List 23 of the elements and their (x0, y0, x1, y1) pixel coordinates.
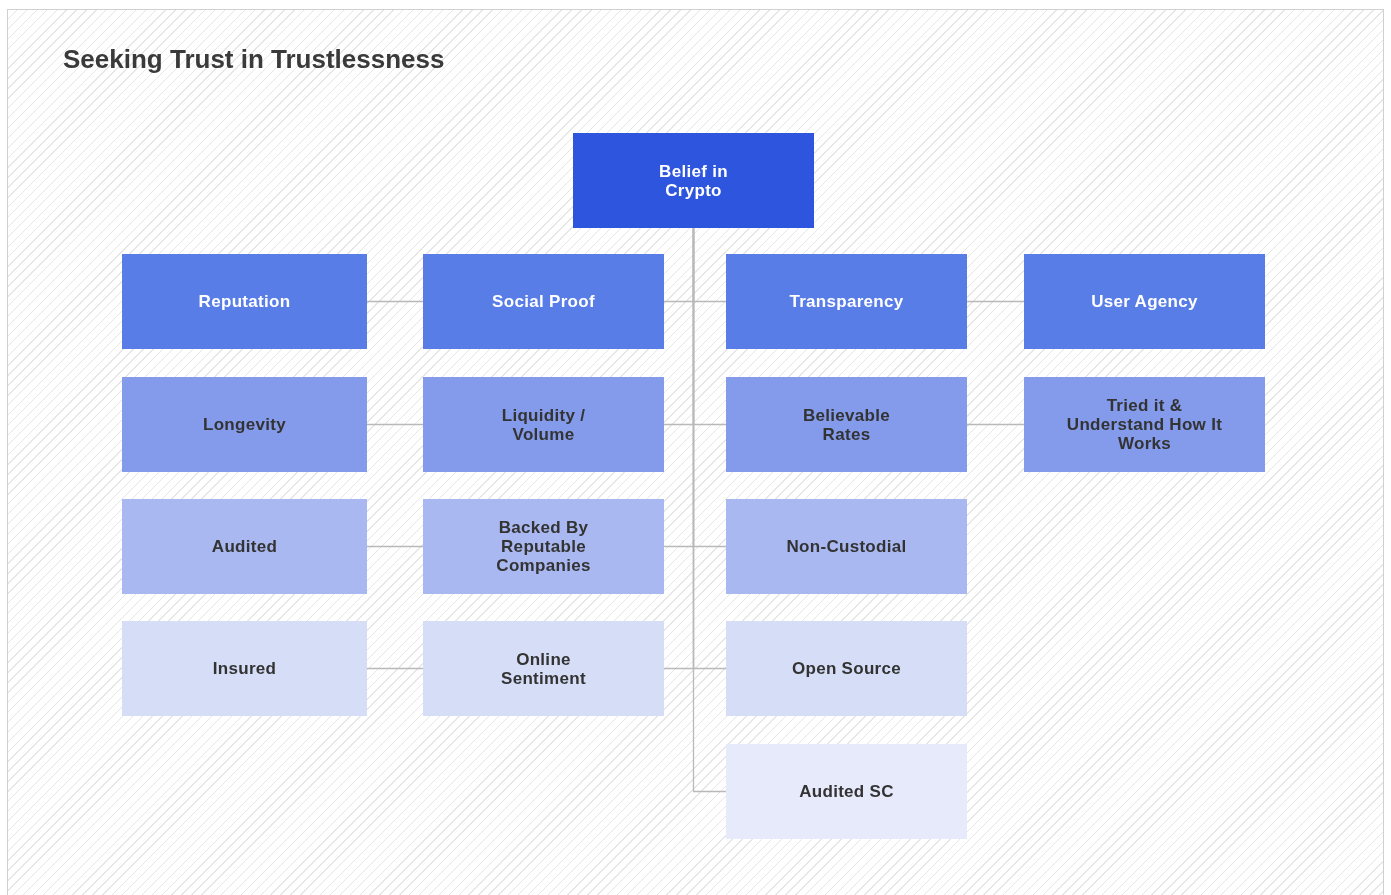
category-box: Audited SC (726, 744, 967, 839)
connector-line (966, 300, 1025, 303)
category-box: Open Source (726, 621, 967, 716)
connector-line (366, 667, 424, 670)
diagram-title: Seeking Trust in Trustlessness (63, 44, 445, 75)
category-box: Belief in Crypto (573, 133, 814, 228)
connector-line (966, 423, 1025, 426)
category-box: Liquidity / Volume (423, 377, 664, 472)
category-box: Tried it & Understand How It Works (1024, 377, 1265, 472)
connector-line (366, 423, 424, 426)
category-box: Longevity (122, 377, 367, 472)
category-box: Social Proof (423, 254, 664, 349)
category-box: Believable Rates (726, 377, 967, 472)
connector-line (366, 300, 424, 303)
category-box: Transparency (726, 254, 967, 349)
category-box: User Agency (1024, 254, 1265, 349)
category-box: Reputation (122, 254, 367, 349)
category-box: Audited (122, 499, 367, 594)
category-box: Backed By Reputable Companies (423, 499, 664, 594)
category-box: Insured (122, 621, 367, 716)
category-box: Non-Custodial (726, 499, 967, 594)
connector-line (366, 545, 424, 548)
category-box: Online Sentiment (423, 621, 664, 716)
